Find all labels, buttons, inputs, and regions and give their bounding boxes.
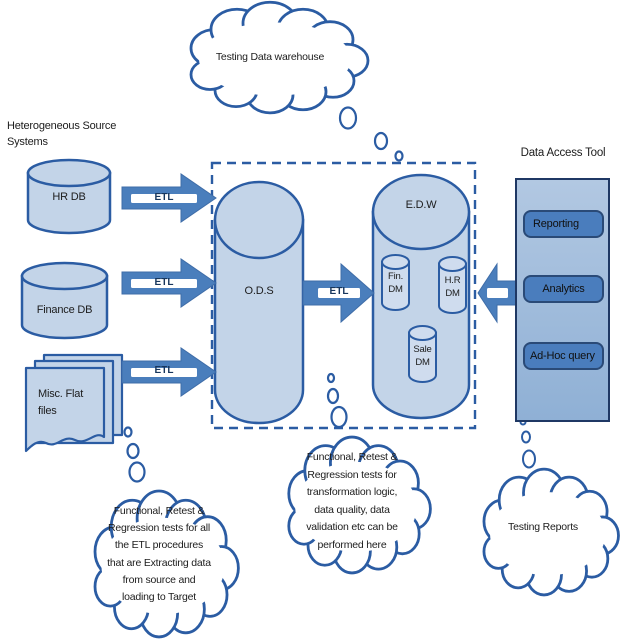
finance-db-label: Finance DB (36, 304, 93, 316)
cloud-testing-reports-text: Testing Reports (508, 521, 578, 533)
arrow-label-bands (131, 194, 508, 377)
cloud-etl-tests-text: Functional, Retest & Regression tests fo… (107, 505, 211, 604)
edw-label: E.D.W (405, 199, 437, 211)
ods-cylinder (213, 180, 305, 425)
testing-boundary-dashed-box (210, 161, 477, 430)
etl-label-files: ETL (154, 365, 174, 376)
finance-db-cylinder (20, 261, 109, 340)
sale-dm-label: Sale DM (413, 344, 432, 368)
reporting-label: Reporting (533, 218, 579, 230)
cloud-transformation-tests-text: Functional, Retest & Regression tests fo… (306, 451, 398, 551)
fin-dm-label: Fin. DM (387, 271, 404, 295)
hr-db-cylinder (26, 158, 112, 235)
adhoc-query-button: Ad-Hoc query (523, 342, 604, 370)
bubble-trail-center (326, 372, 348, 429)
etl-label-hr: ETL (154, 192, 174, 203)
reporting-button: Reporting (523, 210, 604, 238)
bubble-trail-files (123, 426, 146, 483)
cloud-top-text: Testing Data warehouse (215, 51, 325, 63)
etl-label-finance: ETL (154, 277, 174, 288)
bubble-trail-top (338, 106, 404, 162)
data-access-tool-box: Reporting Analytics Ad-Hoc query (515, 178, 610, 422)
hr-db-label: HR DB (52, 191, 86, 203)
sale-dm-cylinder (408, 325, 437, 383)
hr-dm-label: H.R DM (444, 275, 461, 299)
hr-dm-cylinder (438, 256, 467, 314)
etl-label-ods-edw: ETL (329, 286, 349, 297)
analytics-button: Analytics (523, 275, 604, 303)
data-access-tool-heading: Data Access Tool (520, 147, 606, 159)
analytics-label: Analytics (542, 283, 585, 295)
heterogeneous-sources-heading: Heterogeneous Source Systems (7, 120, 117, 148)
adhoc-query-label: Ad-Hoc query (530, 350, 595, 362)
flat-files-stack (24, 353, 124, 453)
ods-label: O.D.S (244, 285, 274, 297)
fin-dm-cylinder (381, 254, 410, 311)
bubble-trail-reports (519, 418, 536, 469)
misc-flat-files-label: Misc. Flat files (38, 388, 84, 417)
